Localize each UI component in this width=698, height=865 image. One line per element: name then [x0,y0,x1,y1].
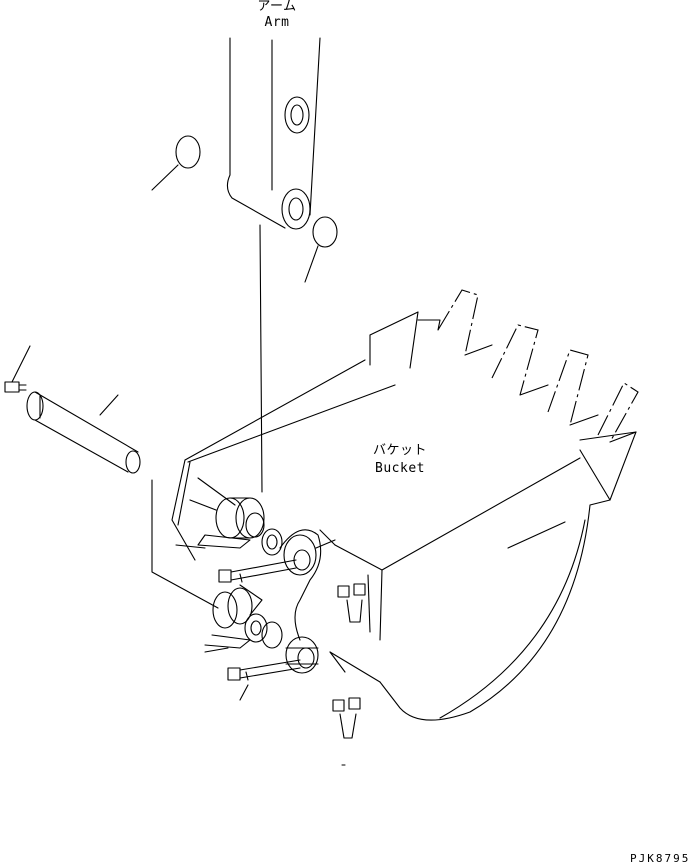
drawing-code: PJK8795 [630,852,691,865]
upper-nuts [337,583,366,623]
arm-part [226,37,321,230]
arm-label-jp: アーム [257,0,297,14]
grease-fitting [4,345,31,393]
upper-bolt [218,559,297,583]
leader-line-arm [259,224,263,493]
bucket-bracket [171,459,251,561]
lower-nuts [332,697,361,766]
bucket-label: Bucket [375,461,425,476]
lower-link-hole [285,636,319,674]
bucket-body [184,289,639,721]
plug-right [304,216,338,283]
link-plate [279,529,336,641]
lower-bolt [227,659,301,701]
lower-boss [204,584,283,653]
bucket-pin [26,391,141,474]
upper-boss [215,497,283,556]
plug-left [151,135,201,191]
arm-label: Arm [264,15,290,30]
bucket-label-jp: バケット [372,443,427,458]
leader-line-pin [151,479,219,609]
